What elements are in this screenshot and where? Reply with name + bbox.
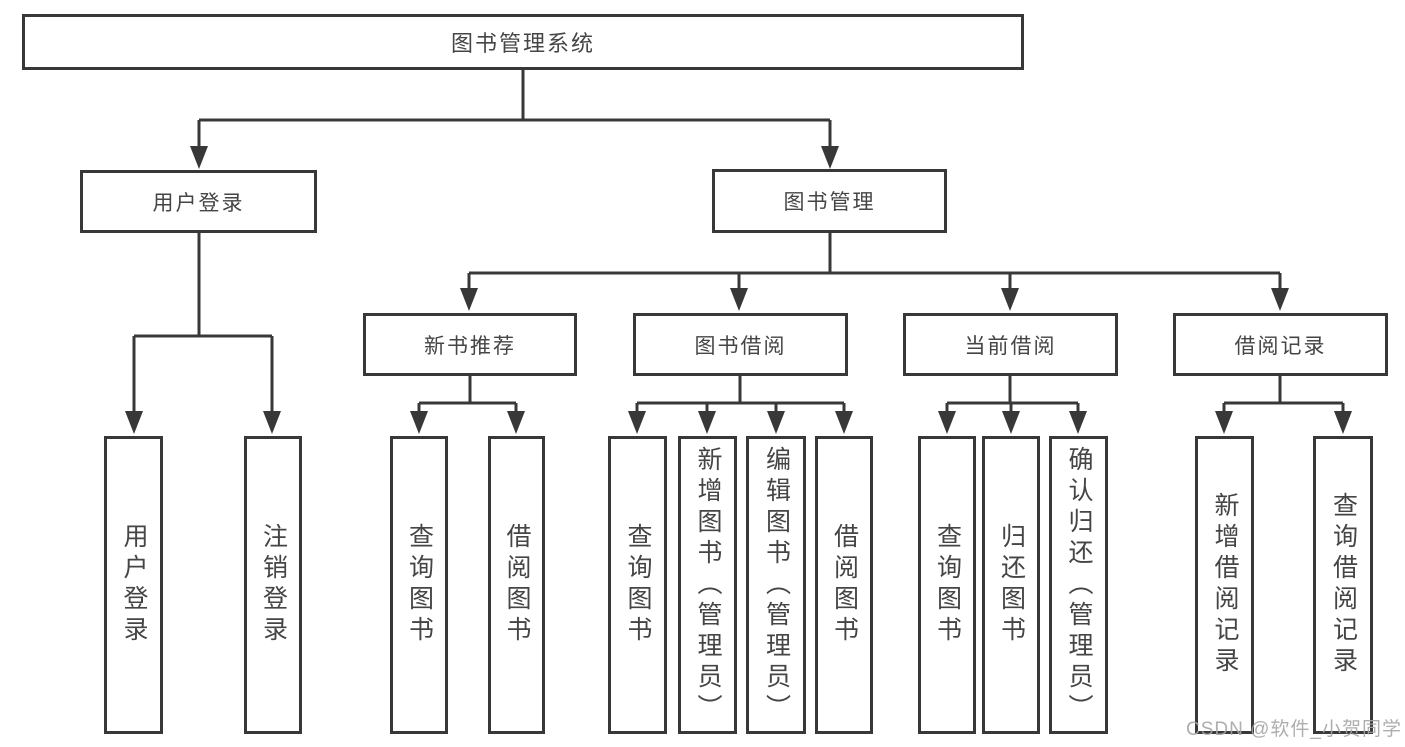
leaf-query-borrow-record: 查询借阅记录 (1313, 436, 1373, 734)
leaf-user-login: 用户登录 (104, 436, 163, 734)
node-new-book-recommend: 新书推荐 (363, 313, 577, 376)
node-current-borrowing: 当前借阅 (903, 313, 1118, 376)
leaf-confirm-return-admin: 确认归还（管理员） (1049, 436, 1108, 734)
leaf-add-borrow-record: 新增借阅记录 (1195, 436, 1254, 734)
leaf-query-books-borrowing: 查询图书 (608, 436, 667, 734)
leaf-borrow-books-recommend: 借阅图书 (488, 436, 545, 734)
leaf-query-books-recommend: 查询图书 (390, 436, 448, 734)
leaf-query-books-current: 查询图书 (918, 436, 976, 734)
node-library-management-system: 图书管理系统 (22, 14, 1024, 70)
csdn-watermark: CSDN @软件_小贺同学 (1186, 719, 1402, 740)
leaf-logout: 注销登录 (244, 436, 302, 734)
node-user-login: 用户登录 (80, 170, 317, 233)
node-borrow-records: 借阅记录 (1173, 313, 1388, 376)
leaf-return-book: 归还图书 (982, 436, 1040, 734)
node-book-management: 图书管理 (712, 169, 947, 233)
leaf-add-book-admin: 新增图书（管理员） (678, 436, 737, 734)
leaf-borrow-books-borrowing: 借阅图书 (815, 436, 873, 734)
node-book-borrowing: 图书借阅 (633, 313, 848, 376)
leaf-edit-book-admin: 编辑图书（管理员） (746, 436, 806, 734)
